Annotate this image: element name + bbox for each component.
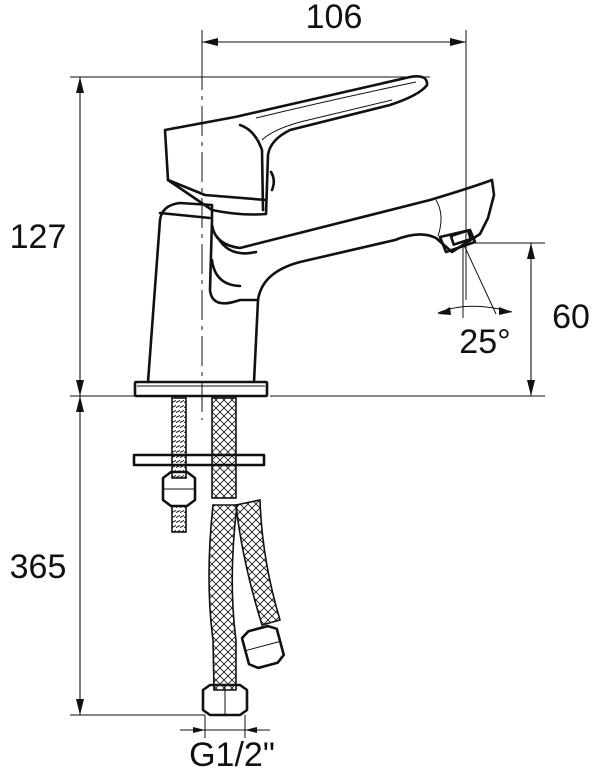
- dimension-thread: G1/2": [180, 715, 275, 772]
- dimension-spout-60: 60: [270, 242, 590, 397]
- faucet-body: [133, 75, 496, 398]
- dimension-angle-25: 25°: [437, 242, 513, 361]
- flexible-hoses: [201, 397, 286, 717]
- height-label: 127: [10, 218, 67, 256]
- mounting-rod: [132, 397, 266, 533]
- dimension-hose-365: 365: [10, 396, 205, 716]
- hose-length-label: 365: [10, 548, 67, 586]
- dimension-height-127: 127: [10, 76, 430, 397]
- width-label: 106: [306, 0, 363, 36]
- dimension-width-106: 106: [201, 0, 467, 300]
- angle-label: 25°: [459, 323, 510, 361]
- spout-height-label: 60: [552, 298, 590, 336]
- thread-label: G1/2": [189, 736, 275, 772]
